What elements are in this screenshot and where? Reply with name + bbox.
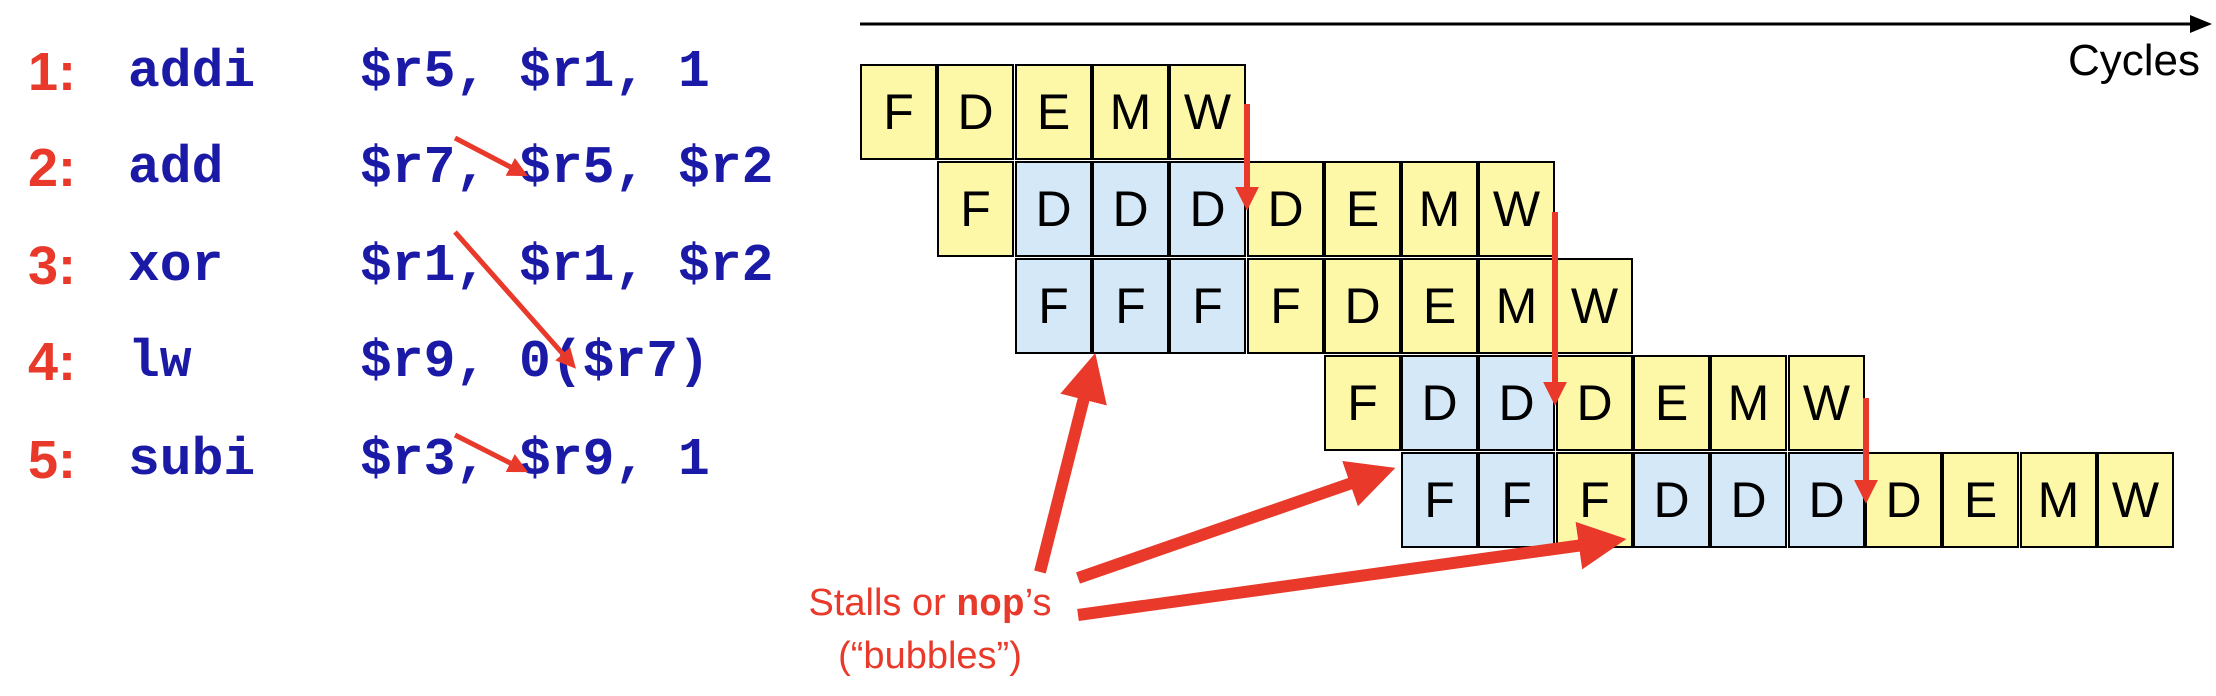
stage-cell: D [1169, 161, 1246, 257]
stall-arrow-3 [1077, 521, 1627, 621]
stage-cell: F [1092, 258, 1169, 354]
stage-cell: E [1942, 452, 2019, 548]
stage-cell: E [1401, 258, 1478, 354]
operands: $r9, 0($r7) [360, 332, 710, 392]
stage-cell: F [1169, 258, 1246, 354]
line-number: 2: [28, 138, 77, 198]
stage-cell: E [1324, 161, 1401, 257]
stage-cell: E [1633, 355, 1710, 451]
stage-cell: M [1401, 161, 1478, 257]
caption-bubbles: (“bubbles”) [838, 635, 1022, 677]
opcode: lw [128, 332, 192, 392]
line-number: 3: [28, 236, 77, 296]
stage-cell: D [1633, 452, 1710, 548]
stage-cell: D [937, 64, 1014, 160]
stage-cell: D [1324, 258, 1401, 354]
operands: $r1, $r1, $r2 [360, 236, 774, 296]
line-number: 4: [28, 332, 77, 392]
opcode: subi [128, 430, 256, 490]
stage-cell: D [1556, 355, 1633, 451]
stage-cell: D [1401, 355, 1478, 451]
stage-cell: F [1401, 452, 1478, 548]
stage-cell: M [2020, 452, 2097, 548]
stage-cell: D [1865, 452, 1942, 548]
stall-arrow-2 [1076, 460, 1396, 584]
stage-cell: F [1015, 258, 1092, 354]
stage-cell: M [1478, 258, 1555, 354]
stage-cell: D [1710, 452, 1787, 548]
caption-nop: nop [956, 584, 1025, 627]
stage-cell: D [1247, 161, 1324, 257]
stage-cell: F [1324, 355, 1401, 451]
stage-cell: D [1015, 161, 1092, 257]
caption-text-b: ’s [1024, 582, 1052, 624]
caption-text-a: Stalls or [808, 582, 957, 624]
stage-cell: W [1169, 64, 1246, 160]
operands: $r3, $r9, 1 [360, 430, 710, 490]
stage-cell: F [1478, 452, 1555, 548]
stage-cell: F [1247, 258, 1324, 354]
stage-cell: M [1092, 64, 1169, 160]
stage-cell: W [1788, 355, 1865, 451]
stalls-caption: Stalls or nop’s (“bubbles”) [760, 578, 1100, 681]
stage-cell: E [1015, 64, 1092, 160]
stage-cell: W [2097, 452, 2174, 548]
stage-cell: W [1478, 161, 1555, 257]
stage-cell: F [860, 64, 937, 160]
line-number: 5: [28, 430, 77, 490]
opcode: xor [128, 236, 224, 296]
stage-cell: D [1788, 452, 1865, 548]
operands: $r7, $r5, $r2 [360, 138, 774, 198]
time-axis-arrowhead [2190, 15, 2212, 33]
stall-arrow-1 [1034, 353, 1107, 574]
opcode: add [128, 138, 224, 198]
line-number: 1: [28, 42, 77, 102]
opcode: addi [128, 42, 256, 102]
stage-cell: D [1478, 355, 1555, 451]
stage-cell: D [1092, 161, 1169, 257]
stage-cell: M [1710, 355, 1787, 451]
stage-cell: F [1556, 452, 1633, 548]
stage-cell: F [937, 161, 1014, 257]
operands: $r5, $r1, 1 [360, 42, 710, 102]
stage-cell: W [1556, 258, 1633, 354]
cycles-axis-label: Cycles [2067, 36, 2200, 85]
